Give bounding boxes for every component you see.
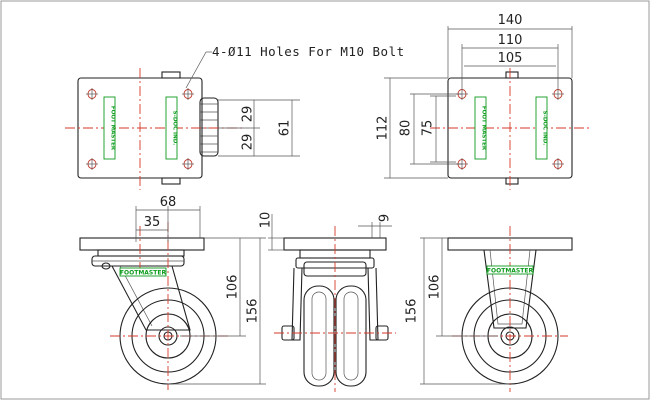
swivel-side-view: FOOTMASTER xyxy=(79,222,228,390)
brand-label-plate: S-DOC IND. xyxy=(542,111,548,146)
mount-hole xyxy=(552,88,564,100)
dim-80: 80 xyxy=(399,120,414,137)
dim-10: 10 xyxy=(259,212,274,229)
wheel-left xyxy=(303,285,335,387)
dimension-group: 106 156 xyxy=(405,237,510,385)
dim-106: 106 xyxy=(226,275,241,300)
dim-105: 105 xyxy=(498,51,523,66)
brand-label-plate: FOOT MASTER xyxy=(481,106,487,151)
mount-hole xyxy=(86,88,98,100)
wheel-right xyxy=(335,285,367,387)
dimension-group: 10 9 xyxy=(259,212,393,251)
dim-112: 112 xyxy=(376,116,391,141)
rigid-top-view: FOOT MASTER S-DOC IND. xyxy=(430,68,590,190)
mount-hole xyxy=(182,158,194,170)
brand-label-plate: FOOT MASTER xyxy=(110,106,116,151)
dim-29-lower: 29 xyxy=(241,134,256,151)
dim-9: 9 xyxy=(378,214,393,222)
brand-label-fork: FOOTMASTER xyxy=(487,268,534,275)
brand-label-plate: S-DOC IND. xyxy=(172,111,178,146)
rigid-side-view: FOOTMASTER xyxy=(447,226,573,392)
dimension-group: 106 156 xyxy=(168,237,266,385)
dimension-group: 140 110 105 xyxy=(447,13,573,88)
dim-106-rigid: 106 xyxy=(428,275,443,300)
dimension-group: 112 80 75 xyxy=(376,77,462,179)
dim-110: 110 xyxy=(498,33,523,48)
hole-note: 4-Ø11 Holes For M10 Bolt xyxy=(212,44,405,59)
brand-label-fork: FOOTMASTER xyxy=(120,270,167,277)
plate-side xyxy=(79,237,205,251)
dim-29-upper: 29 xyxy=(241,106,256,123)
dim-35: 35 xyxy=(144,215,161,230)
mount-hole xyxy=(552,158,564,170)
hole-callout: 4-Ø11 Holes For M10 Bolt xyxy=(185,44,405,89)
dim-75: 75 xyxy=(421,120,436,137)
dimension-group: 29 29 61 xyxy=(218,99,300,157)
front-view-dual-wheel xyxy=(274,226,396,392)
mount-hole xyxy=(86,158,98,170)
dim-68: 68 xyxy=(160,195,177,210)
dim-156: 156 xyxy=(246,299,261,324)
mount-hole xyxy=(182,88,194,100)
dim-140: 140 xyxy=(498,13,523,28)
dim-156-rigid: 156 xyxy=(405,299,420,324)
dimension-group: 68 35 xyxy=(135,195,201,242)
swivel-top-view: FOOT MASTER S-DOC IND. xyxy=(65,68,245,190)
dim-61: 61 xyxy=(278,120,293,137)
